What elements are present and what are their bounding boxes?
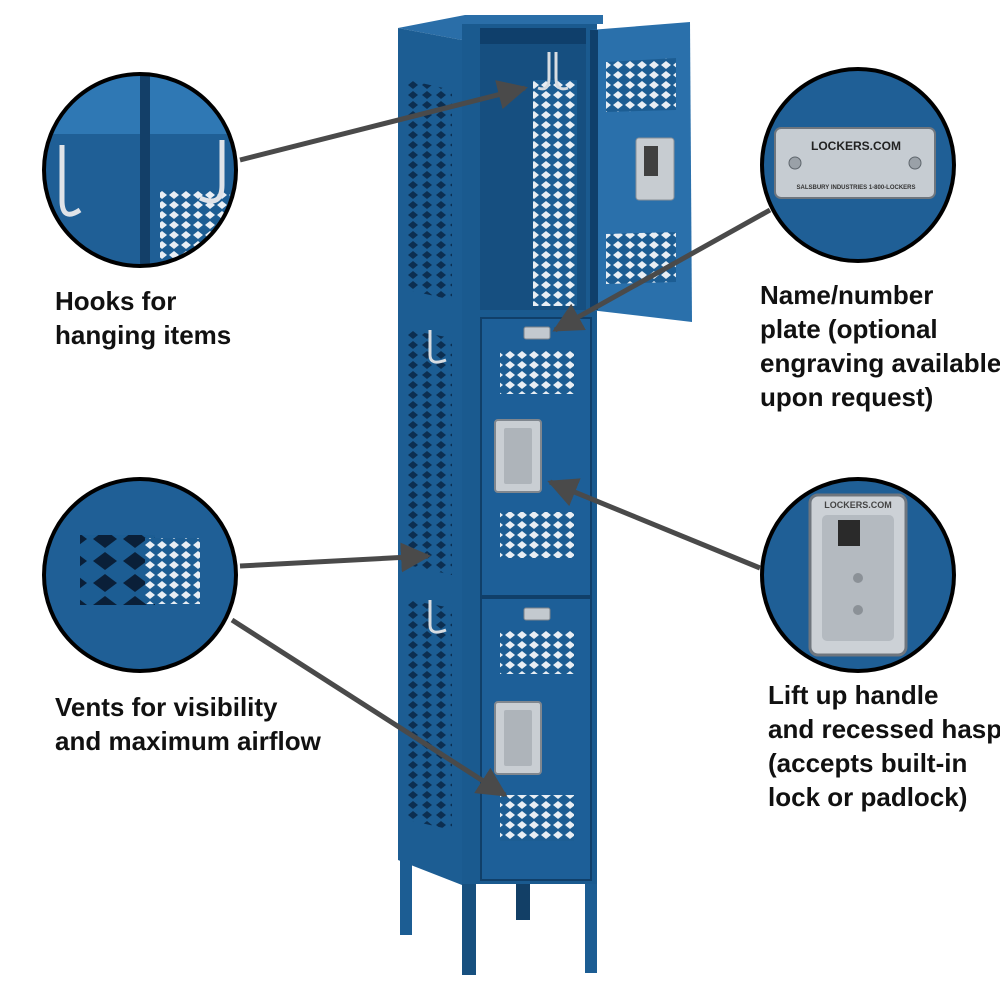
hook-icon	[198, 140, 225, 204]
hook-icon	[59, 145, 82, 217]
handle-detail-circle: LOCKERS.COM	[760, 477, 956, 673]
side-vent-mesh	[408, 330, 452, 575]
hook-icon	[554, 52, 569, 91]
handle-label: Lift up handle and recessed hasp (accept…	[768, 680, 1000, 812]
handle-brand-text: LOCKERS.COM	[824, 500, 892, 510]
hooks-detail-circle	[42, 72, 238, 268]
arrow-icon	[239, 80, 528, 163]
hook-icon	[428, 600, 447, 634]
locker-top	[398, 15, 603, 40]
nameplate-icon	[523, 326, 551, 340]
vent-icon	[80, 535, 155, 605]
locker	[398, 15, 692, 975]
side-vent-mesh	[408, 600, 452, 830]
plate-footer-text: SALSBURY INDUSTRIES 1-800-LOCKERS	[796, 185, 915, 191]
door-vent	[500, 512, 574, 558]
door-vent	[500, 350, 574, 394]
plate-brand-text: LOCKERS.COM	[811, 139, 901, 153]
nameplate-icon	[523, 607, 551, 621]
hooks-label: Hooks for hanging items	[55, 286, 232, 350]
vents-detail-circle	[42, 477, 238, 673]
nameplate-label: Name/number plate (optional engraving av…	[760, 280, 1000, 412]
side-vent-mesh	[408, 80, 452, 300]
door-vent	[606, 58, 676, 112]
arrow-icon	[552, 207, 772, 333]
door-vent	[606, 232, 676, 284]
nameplate-detail-circle: LOCKERS.COM SALSBURY INDUSTRIES 1-800-LO…	[760, 67, 956, 263]
hook-icon	[428, 330, 447, 364]
door-vent	[500, 795, 574, 841]
locker-leg	[462, 880, 476, 975]
nameplate-icon	[774, 127, 936, 199]
hook-icon	[537, 52, 551, 91]
locker-leg	[400, 860, 412, 935]
arrow-icon	[239, 542, 431, 573]
interior-back-mesh	[533, 80, 577, 306]
vents-label: Vents for visibility and maximum airflow	[55, 692, 321, 756]
door-vent	[500, 630, 574, 674]
locker-leg	[516, 880, 530, 920]
arrow-icon	[230, 617, 508, 798]
locker-leg	[585, 878, 597, 973]
arrow-icon	[547, 478, 761, 571]
